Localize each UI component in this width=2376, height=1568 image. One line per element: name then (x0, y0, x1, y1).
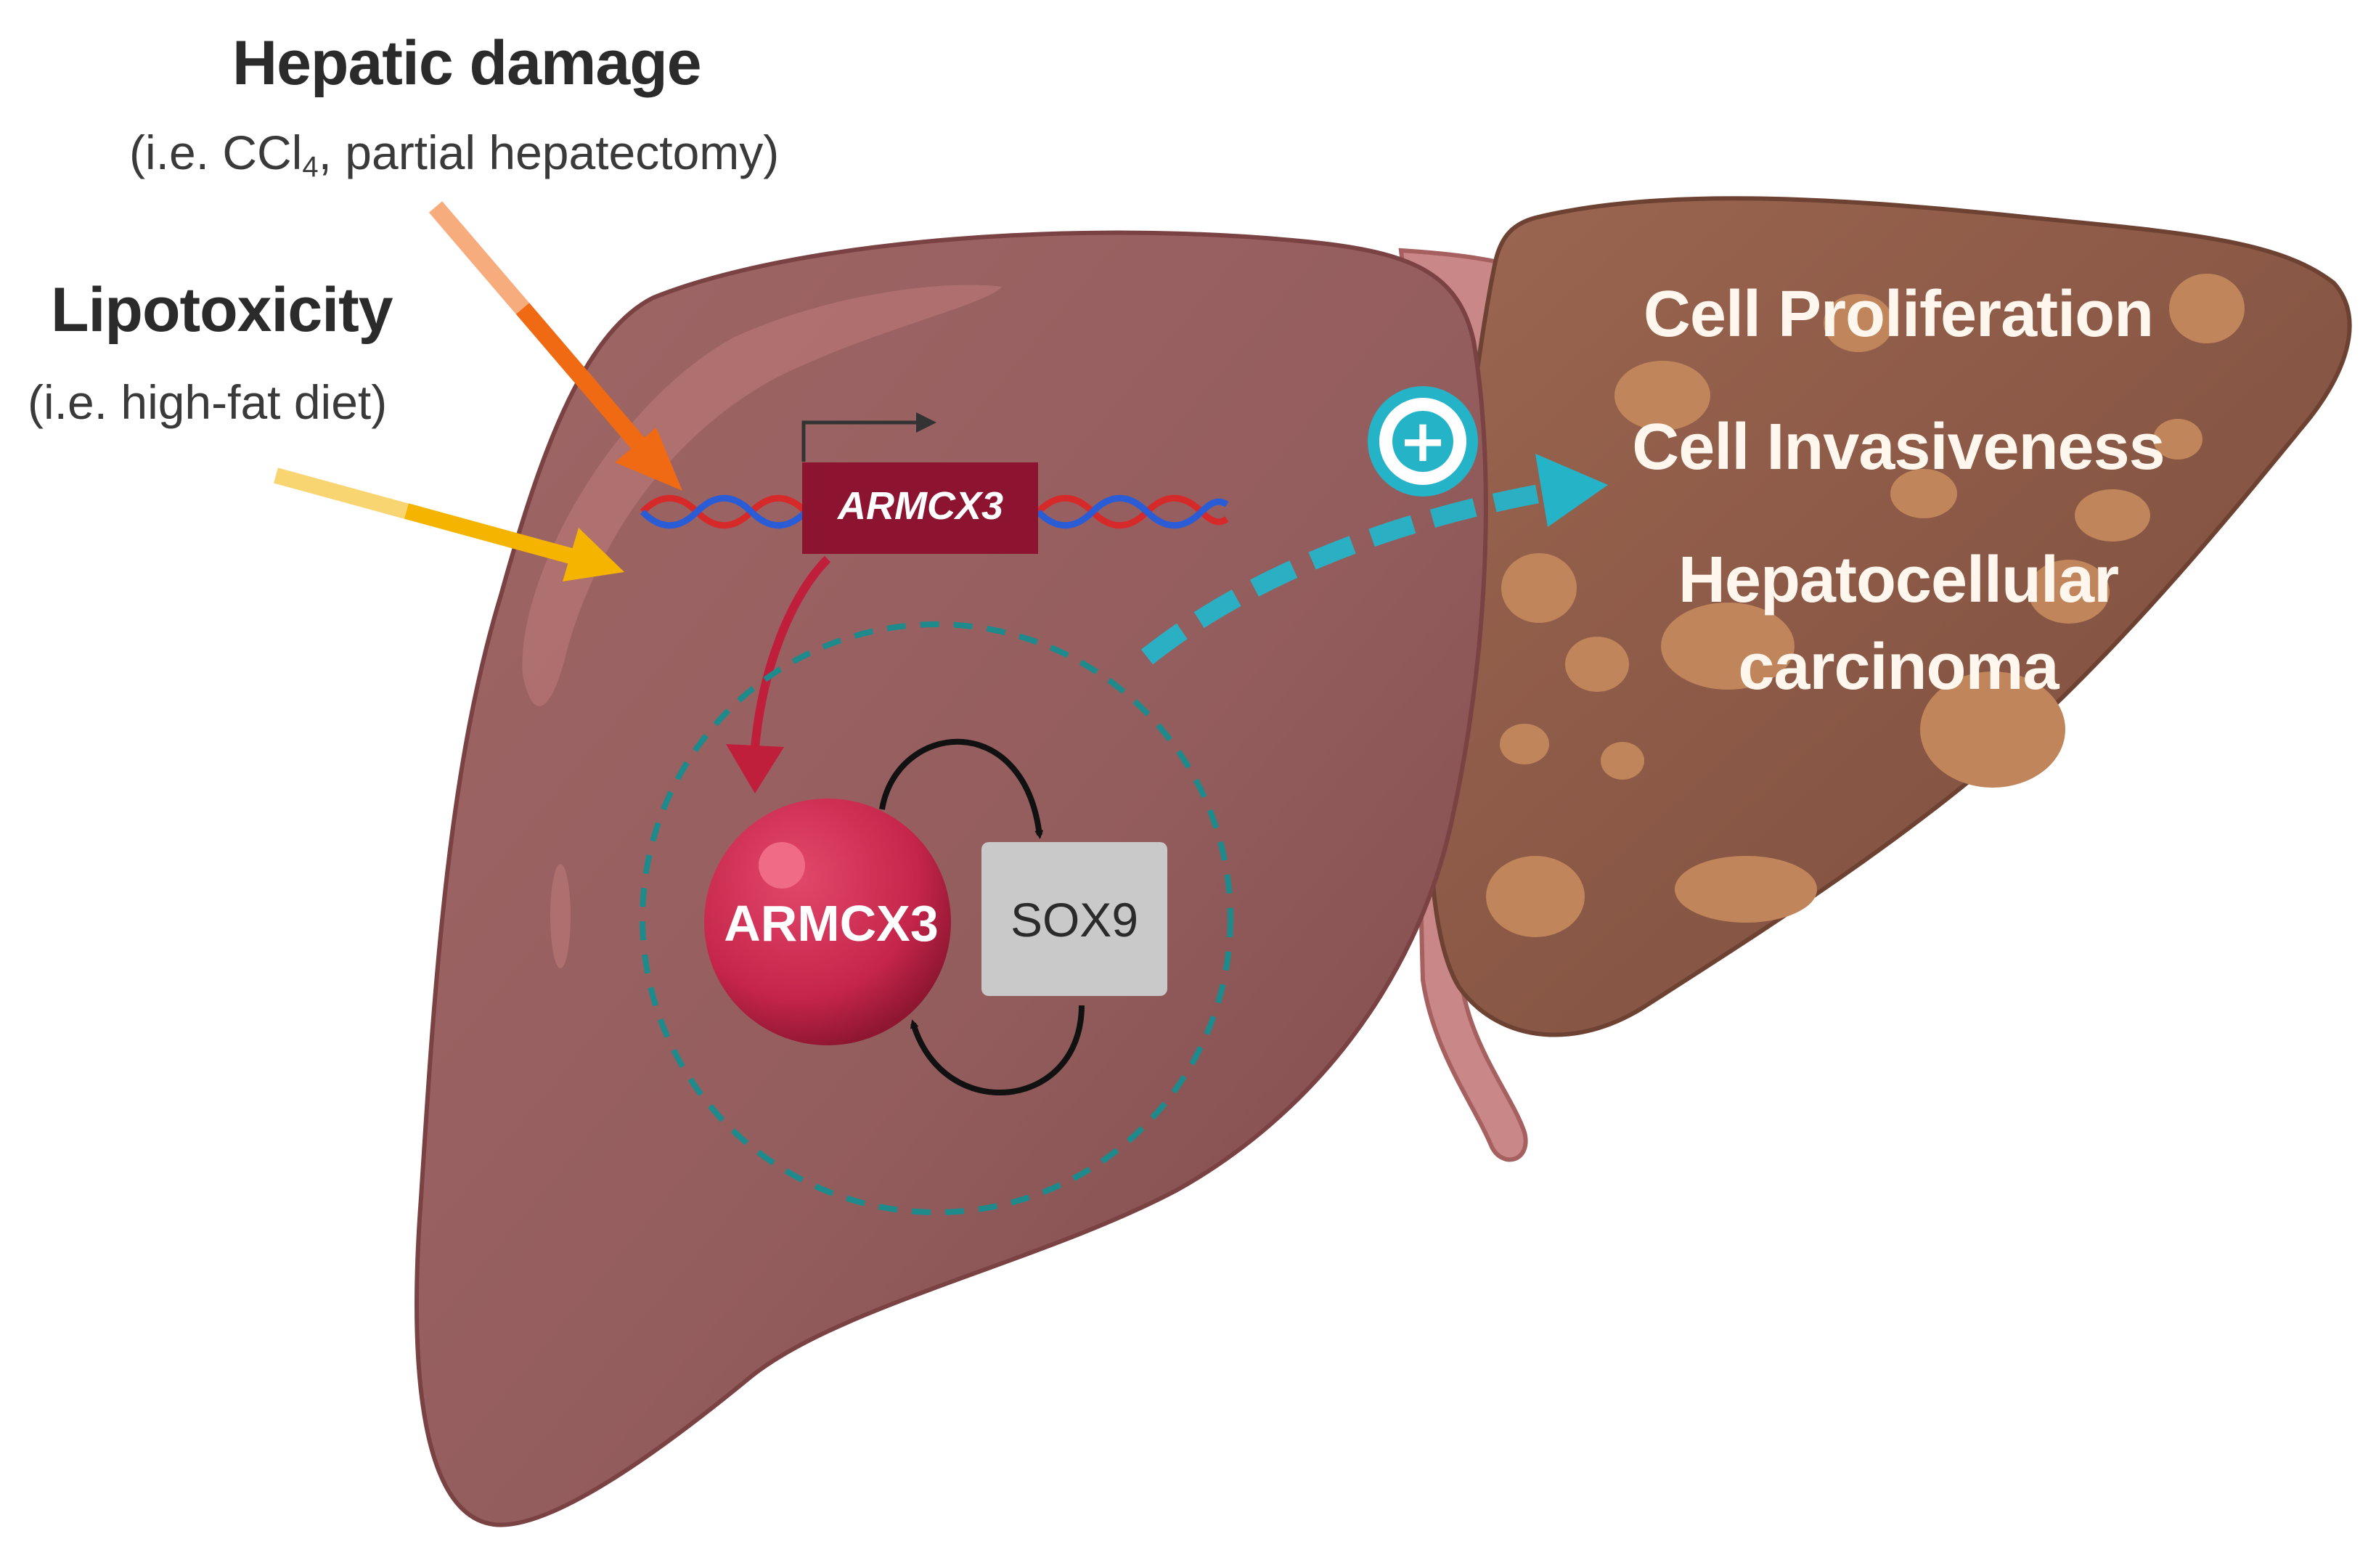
tumor-nodule (2075, 489, 2150, 542)
tumor-liver-lobe (1427, 196, 2352, 1037)
tumor-nodules (1486, 274, 2245, 937)
gene-box (802, 462, 1038, 554)
gene-label: ARMCX3 (836, 484, 1003, 528)
lipotoxicity-example: (i.e. high-fat diet) (28, 375, 388, 429)
dna-strand-red (640, 494, 809, 529)
armcx3-protein-label: ARMCX3 (724, 895, 939, 952)
hepatic-damage-title: Hepatic damage (232, 28, 702, 98)
tumor-nodule (2169, 274, 2245, 343)
tumor-nodule (1920, 671, 2065, 788)
dna-strand-blue (1035, 494, 1229, 529)
outcome-hcc-line1: Hepatocellular (1678, 544, 2119, 616)
hepatic-damage-example-suffix: , partial hepatectomy) (318, 126, 780, 179)
expression-arrow-head (726, 744, 784, 793)
liver-highlight-small (550, 864, 571, 968)
tumor-nodule (1500, 724, 1549, 764)
dna-strand-blue (640, 494, 809, 529)
tumor-nodule (1675, 856, 1817, 923)
tumor-nodule (2028, 560, 2110, 624)
outcome-hcc-line2: carcinoma (1738, 631, 2059, 703)
promoter-arrow-head (916, 412, 936, 433)
promotion-arrow (1140, 484, 1541, 665)
outcome-cell-invasiveness: Cell Invasiveness (1632, 411, 2165, 483)
tumor-nodule (1501, 553, 1577, 623)
healthy-liver-lobe (415, 230, 1488, 1527)
tumor-nodule (1601, 742, 1644, 780)
hepatic-damage-example-prefix: (i.e. CCl (129, 126, 303, 179)
promoter-arrow (801, 420, 920, 462)
tumor-nodule (1890, 469, 1957, 518)
dna-helix (640, 494, 1229, 529)
tumor-nodule (1565, 637, 1629, 692)
promotion-arrow-head (1535, 454, 1608, 527)
hepatic-damage-example: (i.e. CCl4, partial hepatectomy) (129, 125, 780, 183)
tumor-nodule (2153, 419, 2203, 460)
loop-arrow-bottom (910, 1005, 1085, 1096)
plus-badge-inner (1392, 411, 1453, 472)
tumor-nodule (1661, 603, 1795, 690)
liver-highlight (522, 285, 1002, 706)
lipotoxicity-arrow (274, 467, 624, 581)
interaction-circle (640, 621, 1233, 1215)
hepatic-damage-arrow (428, 201, 682, 491)
tumor-nodule (1824, 294, 1893, 352)
sox9-box (981, 842, 1167, 996)
hepatic-damage-example-subscript: 4 (302, 151, 319, 183)
sox9-label: SOX9 (1011, 893, 1138, 947)
plus-sign: + (1398, 407, 1447, 475)
outcome-cell-proliferation: Cell Proliferation (1643, 278, 2154, 351)
expression-arrow (751, 555, 831, 748)
tumor-nodule (1486, 856, 1585, 937)
tumor-nodule (1614, 361, 1710, 430)
lipotoxicity-title: Lipotoxicity (51, 275, 393, 345)
loop-arrow-top (879, 738, 1044, 839)
armcx3-protein-shine (759, 842, 805, 889)
